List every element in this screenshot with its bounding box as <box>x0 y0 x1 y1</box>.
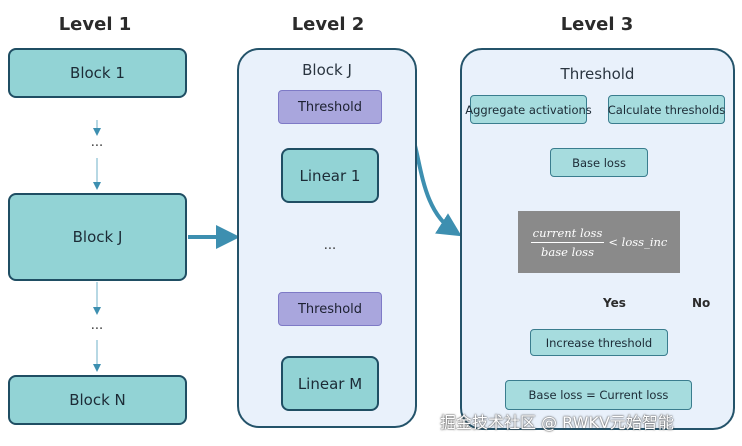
condition-numerator: current loss <box>530 226 605 243</box>
yes-label: Yes <box>603 296 626 310</box>
condition-rhs: < loss_inc <box>608 235 668 249</box>
aggregate-activations-box[interactable]: Aggregate activations <box>465 95 592 124</box>
block-j[interactable]: Block J <box>8 193 187 281</box>
base-loss-box[interactable]: Base loss <box>550 148 648 177</box>
linear-1[interactable]: Linear 1 <box>281 148 379 203</box>
block-j-title: Block J <box>302 61 352 79</box>
threshold-box-1[interactable]: Threshold <box>278 90 382 124</box>
threshold-title: Threshold <box>560 65 635 83</box>
level-2-ellipsis: ... <box>323 238 337 253</box>
ellipsis-2: ... <box>90 318 104 333</box>
ellipsis-1: ... <box>90 135 104 150</box>
loss-condition-box[interactable]: current loss base loss < loss_inc <box>518 211 680 273</box>
no-label: No <box>692 296 711 310</box>
loss-ratio: current loss base loss <box>530 226 605 259</box>
condition-denominator: base loss <box>541 244 594 259</box>
block-n[interactable]: Block N <box>8 375 187 425</box>
watermark-text: 掘金技术社区 @ RWKV元始智能 <box>440 413 674 432</box>
block-1[interactable]: Block 1 <box>8 48 187 98</box>
level-3-header: Level 3 <box>560 14 634 35</box>
threshold-box-2[interactable]: Threshold <box>278 292 382 326</box>
calculate-thresholds-box[interactable]: Calculate thresholds <box>608 95 725 124</box>
level-2-header: Level 2 <box>291 14 365 35</box>
update-base-loss-box[interactable]: Base loss = Current loss <box>505 380 692 410</box>
level-1-header: Level 1 <box>58 14 132 35</box>
increase-threshold-box[interactable]: Increase threshold <box>530 329 668 356</box>
linear-m[interactable]: Linear M <box>281 356 379 411</box>
